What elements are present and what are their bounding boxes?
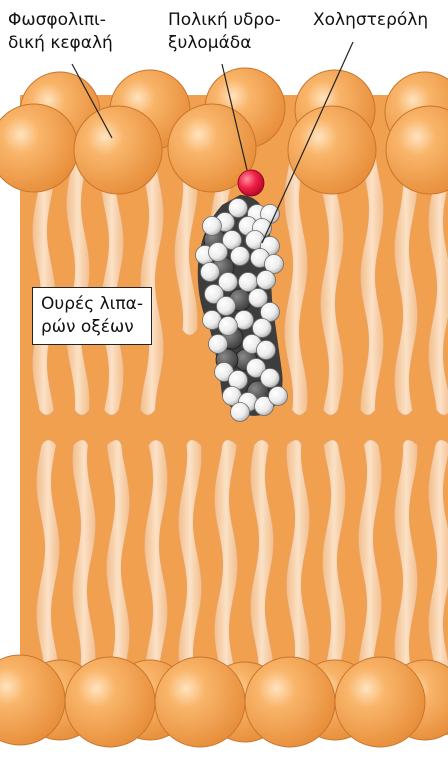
cholesterol-label: Χοληστερόλη bbox=[313, 9, 428, 32]
hydrogen-atom bbox=[217, 297, 236, 316]
hydrogen-atom bbox=[231, 403, 250, 422]
polar-hydroxyl-label: Πολική υδρο- ξυλομάδα bbox=[168, 9, 281, 55]
phospholipid-head bbox=[155, 657, 245, 747]
hydrogen-atom bbox=[203, 217, 222, 236]
hydrogen-atom bbox=[219, 317, 238, 336]
hydrogen-atom bbox=[239, 273, 258, 292]
phospholipid-head bbox=[74, 106, 162, 194]
hydrogen-atom bbox=[201, 263, 220, 282]
hydrogen-atom bbox=[209, 335, 228, 354]
phospholipid-head bbox=[288, 106, 376, 194]
hydrogen-atom bbox=[257, 271, 276, 290]
hydrogen-atom bbox=[209, 243, 228, 262]
phospholipid-head bbox=[335, 657, 425, 747]
hydrogen-atom bbox=[231, 247, 250, 266]
phospholipid-head bbox=[245, 657, 335, 747]
phospholipid-head-label: Φωσφολιπι- δική κεφαλή bbox=[8, 9, 113, 55]
hydrogen-atom bbox=[269, 387, 288, 406]
hydrogen-atom bbox=[253, 319, 272, 338]
hydrogen-atom bbox=[257, 341, 276, 360]
hydrogen-atom bbox=[261, 369, 280, 388]
hydroxyl-oxygen-atom bbox=[238, 170, 264, 196]
fatty-acid-tails-label: Ουρές λιπα- ρών οξέων bbox=[32, 287, 152, 345]
phospholipid-head bbox=[65, 657, 155, 747]
